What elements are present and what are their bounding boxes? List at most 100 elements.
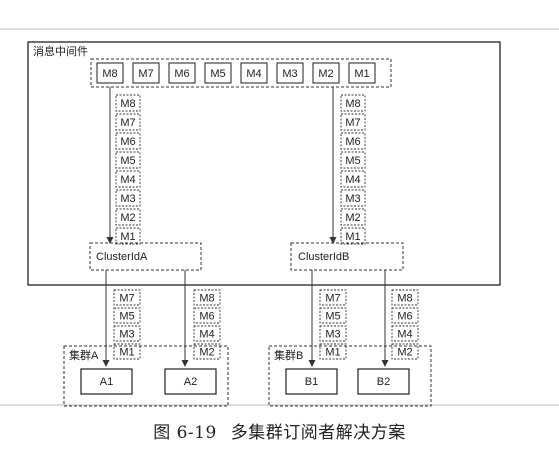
queue-item-m2-box — [312, 62, 340, 84]
channel-left-item-m2-label: M2 — [120, 212, 135, 224]
cluster-b-frame — [268, 345, 432, 407]
split-b2-item-m6-label: M6 — [397, 311, 412, 323]
channel-left-item-m5-box — [115, 151, 141, 169]
middleware-box — [27, 41, 501, 286]
channel-right-item-m8-label: M8 — [345, 98, 360, 110]
channel-left-item-m3-box — [115, 189, 141, 207]
channel-right-item-m2-label: M2 — [345, 212, 360, 224]
dispatcher-a-box — [89, 242, 202, 271]
queue-item-m3-box — [276, 62, 304, 84]
queue-item-m4-label: M4 — [246, 68, 261, 80]
middleware-label: 消息中间件 — [33, 44, 88, 58]
channel-left-item-m6-label: M6 — [120, 136, 135, 148]
split-a2-item-m6-label: M6 — [199, 311, 214, 323]
queue-item-m8-label: M8 — [102, 68, 117, 80]
queue-item-m8-box — [96, 62, 124, 84]
channel-left-item-m4-label: M4 — [120, 174, 135, 186]
split-b2-item-m6-box — [391, 307, 419, 324]
channel-right-item-m4-label: M4 — [345, 174, 360, 186]
node-b1-label: B1 — [305, 376, 318, 388]
split-b2-item-m2-box — [391, 343, 419, 360]
channel-right-item-m8-box — [340, 94, 366, 112]
queue-item-m7-label: M7 — [138, 68, 153, 80]
split-b1-item-m5-box — [319, 307, 347, 324]
queue-item-m7-box — [132, 62, 160, 84]
queue-item-m4-box — [240, 62, 268, 84]
split-a2-item-m8-label: M8 — [199, 293, 214, 305]
split-b1-item-m7-box — [319, 289, 347, 306]
dispatcher-b-label: ClusterIdB — [298, 251, 349, 263]
split-b1-item-m1-label: M1 — [325, 347, 340, 359]
figure-title: 多集群订阅者解决方案 — [230, 423, 406, 443]
split-a1-item-m1-label: M1 — [119, 347, 134, 359]
node-b2-box — [357, 368, 410, 395]
node-b2-label: B2 — [377, 376, 390, 388]
split-a2-item-m2-box — [193, 343, 221, 360]
queue-item-m2-label: M2 — [318, 68, 333, 80]
split-a1-item-m3-box — [113, 325, 141, 342]
channel-right-item-m1-label: M1 — [345, 231, 360, 243]
channel-right-item-m4-box — [340, 170, 366, 188]
dispatcher-b-box — [290, 242, 404, 271]
split-a1-item-m5-box — [113, 307, 141, 324]
cluster-a-label: 集群A — [69, 348, 99, 362]
channel-right-item-m5-box — [340, 151, 366, 169]
split-a2-item-m4-label: M4 — [199, 329, 214, 341]
channel-left-item-m5-label: M5 — [120, 155, 135, 167]
split-b2-item-m8-label: M8 — [397, 293, 412, 305]
split-b2-item-m8-box — [391, 289, 419, 306]
figure-caption: 图 6-19 多集群订阅者解决方案 — [0, 418, 559, 443]
split-b2-item-m4-box — [391, 325, 419, 342]
figure-number: 图 6-19 — [153, 423, 217, 443]
channel-right-item-m6-label: M6 — [345, 136, 360, 148]
channel-right-item-m1-box — [340, 227, 366, 245]
split-b1-item-m5-label: M5 — [325, 311, 340, 323]
dispatcher-a-label: ClusterIdA — [96, 251, 148, 263]
channel-left-item-m1-box — [115, 227, 141, 245]
split-b1-item-m3-box — [319, 325, 347, 342]
channel-left-item-m1-label: M1 — [120, 231, 135, 243]
queue-item-m6-label: M6 — [174, 68, 189, 80]
node-b1-box — [285, 368, 338, 395]
channel-left-item-m4-box — [115, 170, 141, 188]
queue-item-m5-label: M5 — [210, 68, 225, 80]
channel-right-item-m3-box — [340, 189, 366, 207]
split-a2-item-m6-box — [193, 307, 221, 324]
split-a1-item-m7-box — [113, 289, 141, 306]
split-a2-item-m8-box — [193, 289, 221, 306]
node-a1-box — [80, 368, 133, 395]
message-queue-frame — [90, 58, 392, 88]
channel-left-item-m8-box — [115, 94, 141, 112]
split-b1-item-m3-label: M3 — [325, 329, 340, 341]
channel-left-item-m6-box — [115, 132, 141, 150]
split-b2-item-m4-label: M4 — [397, 329, 412, 341]
channel-left-item-m2-box — [115, 208, 141, 226]
channel-left-item-m3-label: M3 — [120, 193, 135, 205]
split-a1-item-m7-label: M7 — [119, 293, 134, 305]
cluster-a-frame — [63, 345, 229, 407]
node-a1-label: A1 — [100, 376, 113, 388]
node-a2-label: A2 — [184, 376, 197, 388]
queue-item-m1-label: M1 — [354, 68, 369, 80]
queue-item-m6-box — [168, 62, 196, 84]
channel-right-item-m7-label: M7 — [345, 117, 360, 129]
split-a1-item-m5-label: M5 — [119, 311, 134, 323]
queue-item-m5-box — [204, 62, 232, 84]
channel-left-item-m7-box — [115, 113, 141, 131]
channel-right-item-m3-label: M3 — [345, 193, 360, 205]
split-a2-item-m2-label: M2 — [199, 347, 214, 359]
split-b1-item-m7-label: M7 — [325, 293, 340, 305]
channel-right-item-m7-box — [340, 113, 366, 131]
split-b1-item-m1-box — [319, 343, 347, 360]
channel-right-item-m5-label: M5 — [345, 155, 360, 167]
channel-right-item-m2-box — [340, 208, 366, 226]
channel-right-item-m6-box — [340, 132, 366, 150]
